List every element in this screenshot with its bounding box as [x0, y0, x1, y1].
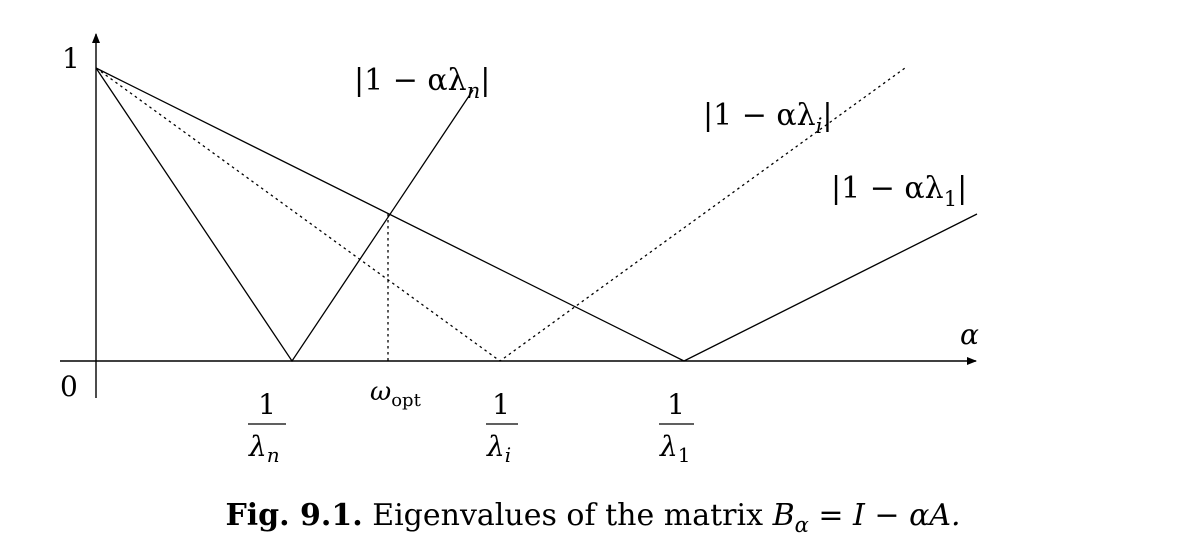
tick-i-lambda: λ [486, 430, 505, 463]
tick-i-num: 1 [492, 388, 510, 421]
tick-1-num: 1 [667, 388, 685, 421]
caption-text: Eigenvalues of the matrix [363, 498, 773, 533]
tick-1-den: λ1 [659, 430, 690, 467]
tick-i-den: λi [486, 430, 511, 467]
x-axis-label: α [960, 318, 979, 351]
tick-inv-lambda-n: 1 λn [248, 388, 286, 467]
label-n-post: | [480, 63, 490, 98]
origin-label: 0 [60, 370, 78, 403]
tick-i-sub: i [505, 443, 511, 467]
tick-n-den: λn [248, 430, 280, 467]
tick-n-num: 1 [258, 388, 276, 421]
caption-b-sub: α [795, 513, 809, 537]
line-lambda-1 [95, 67, 978, 362]
figure-caption: Fig. 9.1. Eigenvalues of the matrix Bα =… [225, 498, 960, 537]
label-1-pre: |1 − αλ [831, 171, 944, 206]
omega-sub: opt [391, 390, 421, 411]
line-lambda-i [95, 67, 906, 362]
label-line-lambda-i: |1 − αλi| [703, 98, 833, 138]
caption-b: B [772, 498, 795, 533]
tick-1-sub: 1 [678, 443, 691, 467]
tick-n-sub: n [267, 443, 280, 467]
tick-inv-lambda-1: 1 λ1 [659, 388, 694, 467]
tick-inv-lambda-i: 1 λi [486, 388, 518, 467]
label-n-sub: n [467, 79, 481, 103]
caption-prefix: Fig. 9.1. [225, 498, 362, 533]
caption-rest: = I − αA. [809, 498, 961, 533]
label-i-pre: |1 − αλ [703, 98, 816, 133]
label-i-post: | [822, 98, 832, 133]
tick-1-lambda: λ [659, 430, 678, 463]
omega-symbol: ω [370, 377, 391, 407]
label-i-sub: i [816, 114, 823, 138]
label-1-post: | [957, 171, 967, 206]
label-1-sub: 1 [944, 187, 957, 211]
y-tick-one: 1 [62, 42, 80, 75]
line-lambda-n [95, 67, 474, 363]
label-line-lambda-1: |1 − αλ1| [831, 171, 967, 211]
label-line-lambda-n: |1 − αλn| [354, 63, 490, 103]
tick-omega-opt: ωopt [370, 377, 422, 411]
label-n-pre: |1 − αλ [354, 63, 467, 98]
tick-n-lambda: λ [248, 430, 267, 463]
